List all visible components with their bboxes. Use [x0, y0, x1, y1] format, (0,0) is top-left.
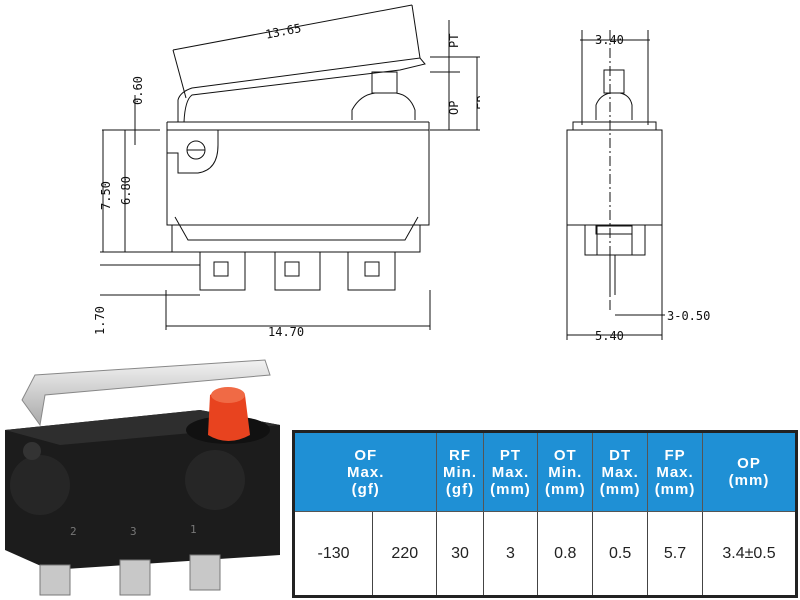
terminal-mark-1: 1 — [190, 523, 197, 536]
terminal-mark-3: 3 — [130, 525, 137, 538]
product-photo: 2 3 1 — [5, 359, 280, 596]
dim-pt: PT — [447, 34, 461, 48]
cell-fp: 5.7 — [647, 511, 703, 597]
cell-op: 3.4±0.5 — [702, 511, 797, 597]
cell-of-value-2: 220 — [372, 511, 438, 597]
dim-fp: FP — [475, 96, 480, 110]
dim-gap: 0.60 — [131, 76, 145, 105]
cell-of-value: -130 — [292, 511, 374, 597]
header-op: OP(mm) — [702, 431, 797, 512]
dim-op: OP — [447, 101, 461, 115]
cell-ot: 0.8 — [537, 511, 594, 597]
cell-rf: 30 — [436, 511, 484, 597]
dim-height-total: 7.50 — [99, 181, 113, 210]
front-view-drawing: 13.65 PT OP FP 0.60 7.50 6.80 1.70 14.70 — [93, 4, 480, 339]
dim-top-width: 3.40 — [595, 33, 624, 47]
cell-dt: 0.5 — [592, 511, 649, 597]
side-view-drawing: 3.40 3-0.50 5.40 — [566, 30, 710, 343]
dim-height-body: 6.80 — [119, 176, 133, 205]
dim-lever-length: 13.65 — [264, 21, 302, 42]
cell-pt: 3 — [482, 511, 539, 597]
dim-bottom-width: 5.40 — [595, 329, 624, 343]
terminal-mark-2: 2 — [70, 525, 77, 538]
table-row: -130 220 30 3 0.8 0.5 5.7 3.4±0.5 — [292, 511, 797, 597]
dim-terminal-height: 1.70 — [93, 306, 107, 335]
dim-pin-dia: 3-0.50 — [667, 309, 710, 323]
dim-width: 14.70 — [268, 325, 304, 339]
